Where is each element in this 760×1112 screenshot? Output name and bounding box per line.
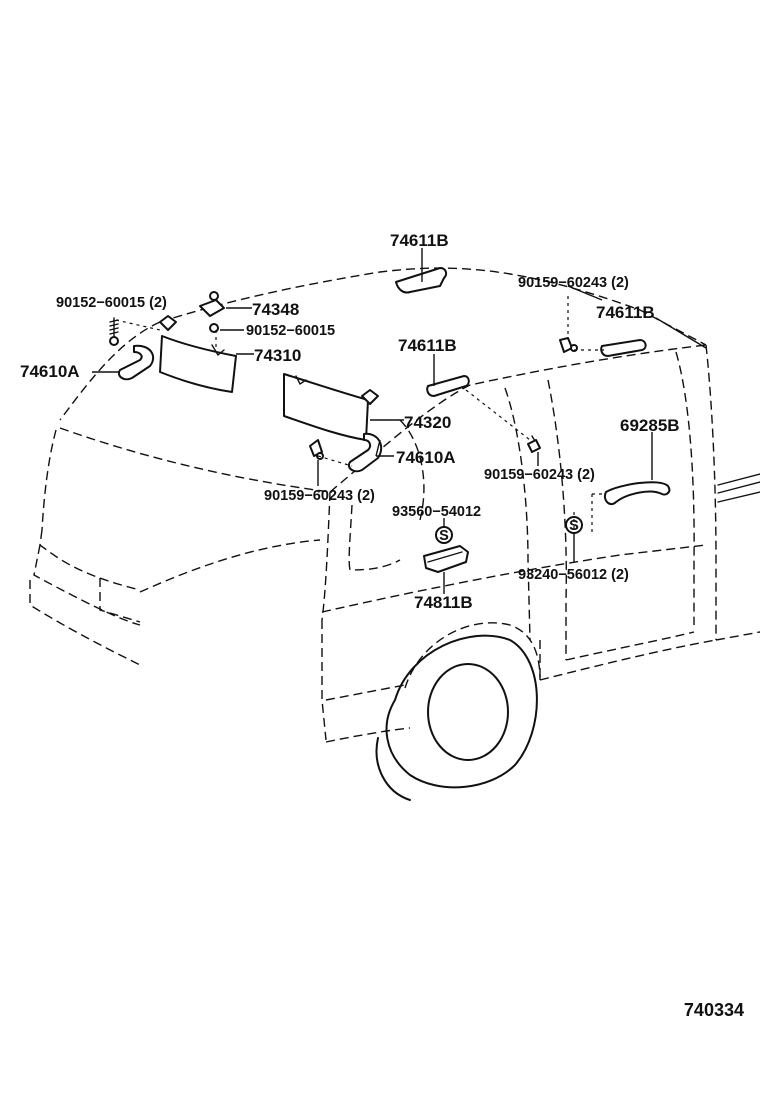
screw-90159-left [309, 439, 324, 460]
label-74611B-mid: 74611B [398, 336, 457, 355]
vehicle-body [29, 267, 760, 743]
screw-symbol-93560: S [435, 526, 453, 544]
assist-grip-74611B-mid [426, 375, 470, 397]
s-mark-a: S [439, 528, 449, 544]
label-74610A-left: 74610A [20, 362, 80, 381]
label-74611B-right: 74611B [596, 303, 655, 322]
assist-grip-74611B-top [395, 267, 448, 294]
label-74811B: 74811B [414, 593, 473, 612]
screw-90152-left [109, 317, 119, 346]
label-93560: 93560−54012 [392, 504, 481, 520]
assist-grip-left [118, 344, 155, 381]
label-69285B: 69285B [620, 416, 680, 435]
label-90152-b: 90152−60015 [246, 323, 335, 339]
screw-90159-mid [527, 435, 541, 453]
label-74610A-right: 74610A [396, 448, 456, 467]
label-74320: 74320 [404, 413, 451, 432]
label-90152-a: 90152−60015 (2) [56, 295, 167, 311]
label-74611B-top: 74611B [390, 231, 449, 250]
assist-grip-69285B [604, 481, 671, 506]
label-93240: 93240−56012 (2) [518, 567, 629, 583]
label-74348: 74348 [252, 300, 299, 319]
sun-visor-left [159, 335, 237, 393]
cup-holder-74811B [423, 545, 469, 573]
label-90159-top: 90159−60243 (2) [518, 275, 629, 291]
label-90159-left: 90159−60243 (2) [264, 488, 375, 504]
front-wheel [375, 622, 541, 801]
sun-visor-right [283, 373, 369, 441]
assist-grip-74611B-right [600, 339, 647, 357]
label-74310: 74310 [254, 346, 301, 365]
diagram-code: 740334 [684, 1000, 744, 1020]
label-90159-mid: 90159−60243 (2) [484, 467, 595, 483]
leader-lines [92, 248, 707, 594]
